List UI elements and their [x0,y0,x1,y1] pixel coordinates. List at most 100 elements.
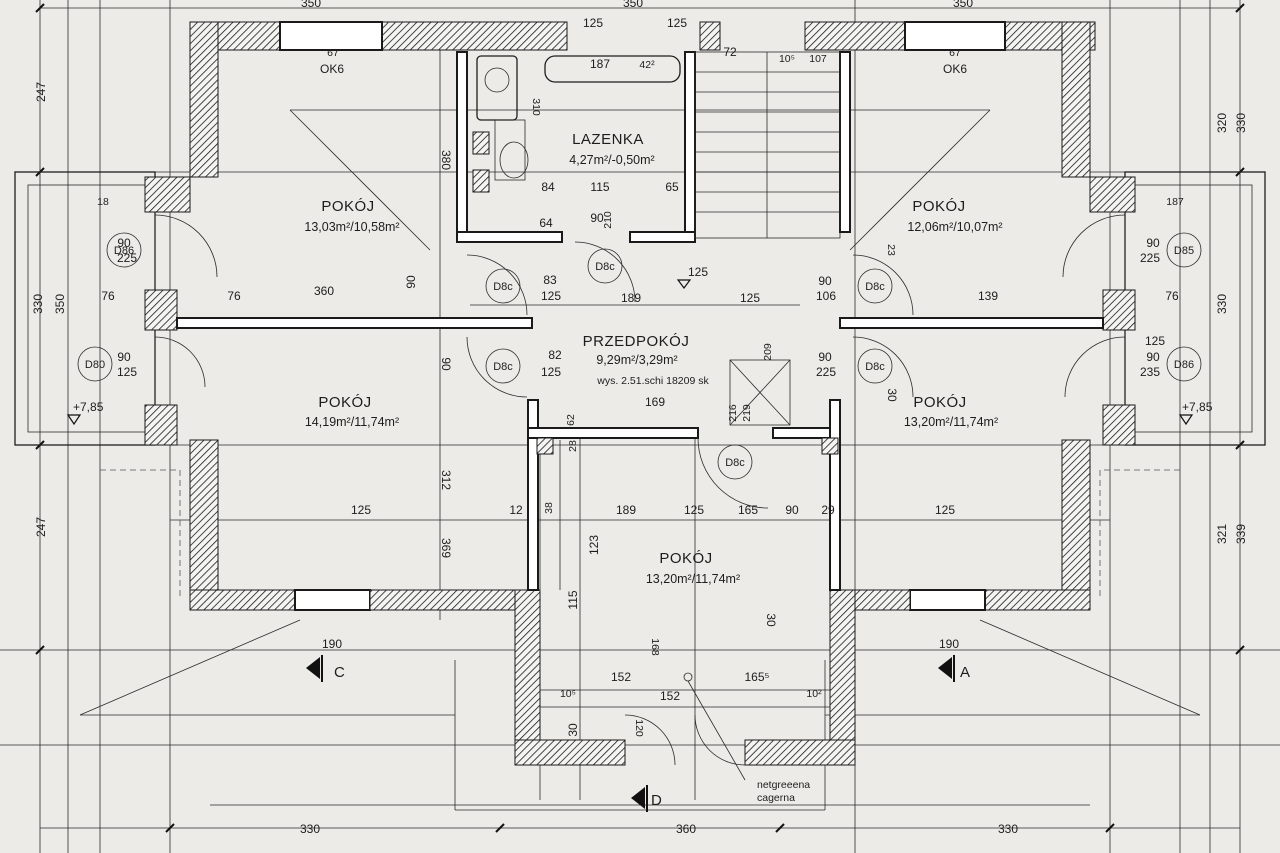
dim-s-123: 123 [587,535,601,555]
room-name-bedroom-w: POKÓJ [318,394,371,411]
dim-top-right: 350 [953,0,973,10]
dim-s-90: 90 [785,503,799,517]
dim-w-90-225: 90 [117,236,131,250]
room-area-bedroom-e: 13,20m²/11,74m² [904,415,998,429]
dim-v-216: 216 [727,404,739,422]
dim-e-235: 235 [1140,365,1160,379]
dim-s-38: 38 [543,502,555,514]
dim-hw-90b: 90 [818,350,832,364]
room-area-bedroom-ne: 12,06m²/10,07m² [907,220,1002,234]
dim-right-321: 321 [1215,524,1229,544]
room-area-hallway: 9,29m²/3,29m² [596,353,677,367]
dim-stair-105: 10⁵ [779,53,795,65]
dim-top-mid: 350 [623,0,643,10]
dim-hw-125b: 125 [541,365,561,379]
dim-right-339: 339 [1234,524,1248,544]
dim-e-30: 30 [885,388,899,402]
dim-e-125: 125 [935,503,955,517]
room-name-bedroom-nw: POKÓJ [321,198,374,215]
dim-bath-90: 90 [590,211,604,225]
dim-bath-64: 64 [539,216,553,230]
dim-bath-65: 65 [665,180,679,194]
dimension-labels: 350 350 350 125 125 247 247 330 350 320 … [31,0,1248,836]
dim-s-168: 168 [649,638,661,656]
dim-hw-106: 106 [816,289,836,303]
dim-v-380: 380 [439,150,453,170]
dim-bath-42: 42² [639,59,655,71]
dim-w-125: 125 [351,503,371,517]
room-name-hallway: PRZEDPOKÓJ [583,333,690,350]
chimney-note-2: cagerna [757,792,795,804]
dim-s-29: 29 [821,503,835,517]
door-label-nw-room: D8c [493,281,513,293]
dim-hall-82: 82 [548,348,562,362]
window-dim-nw: 67 [327,47,339,59]
dim-hw-90: 90 [818,274,832,288]
dim-w-76b: 76 [227,289,241,303]
dim-w-225: 225 [117,251,137,265]
dim-s-125: 125 [684,503,704,517]
south-details [540,440,830,781]
dim-s-152a: 152 [611,670,631,684]
dim-bottom-right: 330 [998,822,1018,836]
door-label-s-room: D8c [725,457,745,469]
dim-v-369: 369 [439,538,453,558]
door-label-w-room: D8c [493,361,513,373]
dim-right-320: 320 [1215,113,1229,133]
dim-right-330: 330 [1234,113,1248,133]
room-area-bedroom-w: 14,19m²/11,74m² [305,415,399,429]
staircase [694,51,841,426]
dim-e-76: 76 [1165,289,1179,303]
dim-top-left: 350 [301,0,321,10]
dim-bath-187: 187 [590,57,610,71]
dim-stair-72: 72 [723,45,737,59]
dim-hw-125: 125 [541,289,561,303]
dim-e-225: 225 [1140,251,1160,265]
dim-bath-115: 115 [590,180,609,194]
door-label-e: D86 [1174,359,1194,371]
section-label-c: C [334,664,345,681]
dim-left-330: 330 [31,294,45,314]
door-label-bath: D8c [595,261,615,273]
dim-v-90b: 90 [439,357,453,371]
dim-v-219: 219 [741,404,753,422]
dim-v-312: 312 [439,470,453,490]
dim-top-125b: 125 [667,16,687,30]
dim-s-28: 28 [567,440,579,452]
dim-hall-189: 189 [621,291,641,305]
dim-s-165: 165 [738,503,758,517]
elevation-markers: +7,85 +7,85 [66,279,1213,426]
elevation-left: +7,85 [73,400,104,414]
dim-hall-125: 125 [740,291,760,305]
dim-w-125b: 125 [117,365,137,379]
dim-e-139: 139 [978,289,998,303]
dim-v-209: 209 [762,343,774,361]
room-name-bathroom: LAZENKA [572,131,644,148]
dim-w-90-125: 90 [117,350,131,364]
door-label-w: D80 [85,359,105,371]
section-markers: C A D [306,655,970,812]
dim-left-350: 350 [53,294,67,314]
window-label-ne: OK6 [943,62,967,76]
dim-s-30b: 30 [764,613,778,627]
elevation-right: +7,85 [1182,400,1213,414]
dim-top-125a: 125 [583,16,603,30]
room-area-bathroom: 4,27m²/-0,50m² [569,153,654,167]
dim-e-125b: 125 [1145,334,1165,348]
door-label-nw: D86 [114,245,134,257]
dim-se-190: 190 [939,637,959,651]
dim-e-90-225: 90 [1146,236,1160,250]
dim-nw-18: 18 [97,196,109,208]
bathroom-fixtures [476,55,681,181]
dim-bottom-left: 330 [300,822,320,836]
dim-bottom-mid: 360 [676,822,696,836]
dim-e-23: 23 [885,244,897,256]
room-name-bedroom-e: POKÓJ [913,394,966,411]
dim-s-120: 120 [633,719,645,737]
dim-hall-83: 83 [543,273,557,287]
dim-stair-107: 107 [809,53,827,65]
dim-bath-310: 310 [530,98,542,116]
window-dim-ne: 67 [949,47,961,59]
hallway-height-note: wys. 2.51.schi 18209 sk [596,375,709,387]
